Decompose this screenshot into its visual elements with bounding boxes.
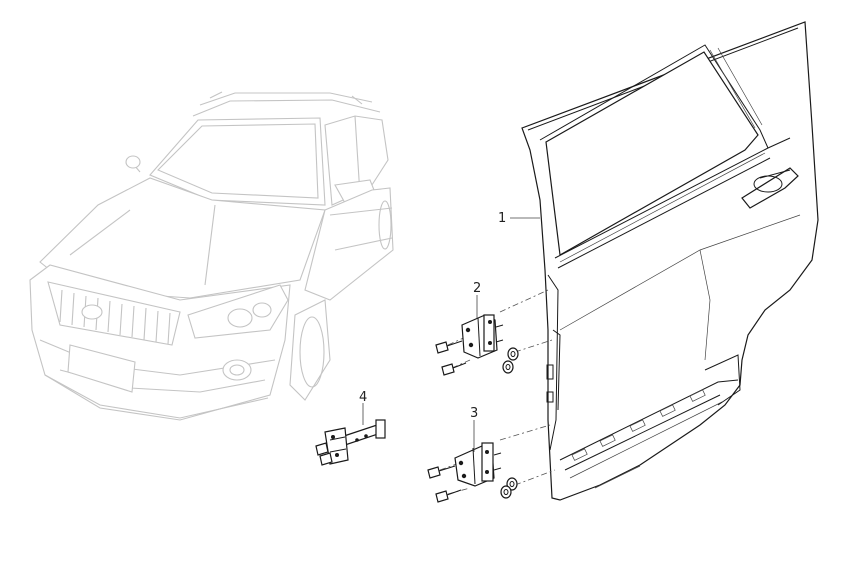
- callout-1: 1: [498, 211, 506, 226]
- reference-vehicle-icon: [29, 91, 394, 421]
- door-check-strap-icon: [315, 419, 386, 466]
- callout-2: 2: [473, 281, 481, 296]
- callout-leaders: [362, 217, 540, 452]
- nut-icon: [502, 347, 519, 374]
- callout-4: 4: [359, 390, 367, 405]
- callout-3: 3: [470, 406, 478, 421]
- bolt-icon: [427, 465, 462, 503]
- nut-icon: [500, 477, 518, 499]
- rear-door-icon: [521, 21, 819, 501]
- bolt-icon: [435, 340, 467, 376]
- upper-hinge-icon: [435, 314, 519, 376]
- lower-hinge-icon: [427, 442, 518, 503]
